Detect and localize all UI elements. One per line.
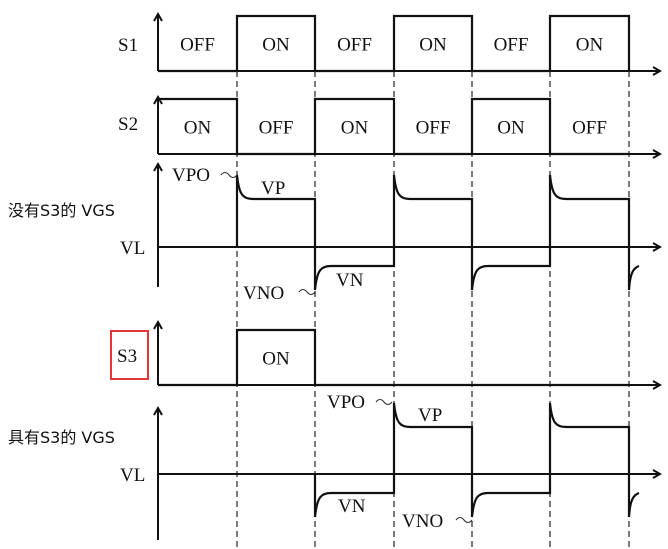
s2-state-4: OFF bbox=[416, 118, 451, 139]
vno-label-2: VNO bbox=[402, 511, 443, 532]
vn-label-2: VN bbox=[338, 496, 366, 517]
signal-label-s1: S1 bbox=[118, 35, 138, 56]
phase-boundary-lines bbox=[236, 71, 630, 549]
signal-s2: S2 ON OFF ON OFF ON OFF bbox=[118, 97, 660, 154]
s3-state-2: ON bbox=[262, 349, 290, 370]
s2-state-1: ON bbox=[184, 118, 212, 139]
vp-label-1: VP bbox=[261, 178, 285, 199]
signal-s3: S3 ON bbox=[110, 322, 660, 387]
vp-label-2: VP bbox=[418, 405, 442, 426]
signal-vgs-without-s3: 没有S3的 VGS VL VPO VP VNO VN bbox=[8, 164, 660, 304]
signal-vgs-with-s3: 具有S3的 VGS VL VPO VP VN VNO bbox=[8, 392, 660, 540]
s1-state-2: ON bbox=[262, 35, 290, 56]
vpo-label-1: VPO bbox=[172, 165, 210, 186]
vpo-label-2: VPO bbox=[327, 392, 365, 413]
s2-state-2: OFF bbox=[259, 118, 294, 139]
vgs1-waveform bbox=[235, 174, 640, 291]
s1-waveform bbox=[158, 14, 631, 73]
s1-state-4: ON bbox=[419, 35, 447, 56]
vgs2-waveform bbox=[313, 402, 640, 518]
s3-waveform bbox=[158, 328, 629, 387]
s2-state-3: ON bbox=[341, 118, 369, 139]
signal-label-s3: S3 bbox=[117, 346, 137, 367]
vpo-pointer-2 bbox=[375, 398, 393, 406]
s1-state-5: OFF bbox=[494, 35, 529, 56]
vno-label-1: VNO bbox=[243, 283, 284, 304]
signal-label-s2: S2 bbox=[118, 114, 138, 135]
signal-s1: S1 OFF ON OFF ON OFF ON bbox=[118, 14, 660, 71]
signal-label-vgs-without-s3: 没有S3的 VGS bbox=[8, 201, 115, 220]
vl-label-1: VL bbox=[120, 238, 145, 259]
vno-pointer-1 bbox=[298, 288, 316, 296]
s2-waveform bbox=[158, 97, 629, 156]
vpo-pointer-1 bbox=[220, 171, 238, 179]
vl-label-2: VL bbox=[120, 465, 145, 486]
s3-highlight-box bbox=[110, 330, 149, 380]
vno-pointer-2 bbox=[455, 516, 473, 524]
s2-state-5: ON bbox=[497, 118, 525, 139]
s2-state-6: OFF bbox=[572, 118, 607, 139]
s1-state-1: OFF bbox=[180, 35, 215, 56]
s1-state-6: ON bbox=[576, 35, 604, 56]
s1-state-3: OFF bbox=[337, 35, 372, 56]
vn-label-1: VN bbox=[336, 270, 364, 291]
signal-label-vgs-with-s3: 具有S3的 VGS bbox=[8, 428, 115, 447]
